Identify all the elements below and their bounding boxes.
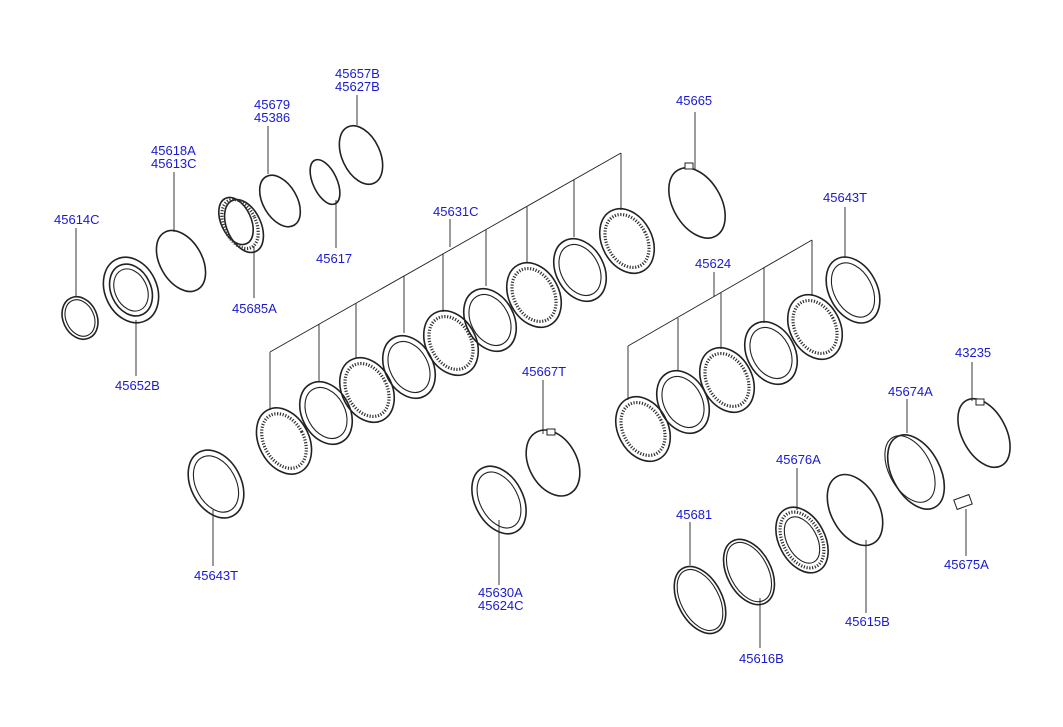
label-45614C: 45614C <box>54 212 100 227</box>
snap-ring-45665 <box>668 162 726 239</box>
leader-45631C <box>269 152 622 410</box>
retainer-45674A <box>884 434 946 510</box>
label-45643T-bottom: 45643T <box>194 568 238 583</box>
piston-45676A <box>775 506 829 574</box>
label-45627B: 45627B <box>335 79 380 94</box>
ring-45679 <box>258 174 302 228</box>
plate-45630A <box>471 465 527 535</box>
label-45617: 45617 <box>316 251 352 266</box>
label-45652B: 45652B <box>115 378 160 393</box>
label-45681: 45681 <box>676 507 712 522</box>
label-45615B: 45615B <box>845 614 890 629</box>
piston-45652B <box>102 256 160 324</box>
label-45674A: 45674A <box>888 384 933 399</box>
seal-ring-45618A <box>155 229 207 293</box>
label-45665: 45665 <box>676 93 712 108</box>
plate-45643T-bottom <box>187 449 245 519</box>
ring-45615B <box>826 473 884 547</box>
label-45643T-top: 45643T <box>823 190 867 205</box>
snap-ring-45667T <box>525 428 581 497</box>
label-45631C: 45631C <box>433 204 479 219</box>
label-45624C: 45624C <box>478 598 524 613</box>
label-45675A: 45675A <box>944 557 989 572</box>
label-45667T: 45667T <box>522 364 566 379</box>
label-45657B: 45657B <box>335 66 380 81</box>
clutch-pack-45631C <box>255 207 656 475</box>
label-45630A: 45630A <box>478 585 523 600</box>
label-45618A: 45618A <box>151 143 196 158</box>
ring-45681 <box>673 565 727 635</box>
clutch-pack-45624 <box>614 293 844 463</box>
label-45613C: 45613C <box>151 156 197 171</box>
ring-45657B <box>338 124 384 186</box>
snap-ring-43235 <box>957 397 1011 469</box>
ring-45616B <box>722 538 776 606</box>
leader-45624 <box>627 239 813 400</box>
plate-45643T-top <box>825 256 881 324</box>
label-43235: 43235 <box>955 345 991 360</box>
label-45616B: 45616B <box>739 651 784 666</box>
pin-45675A <box>953 493 973 511</box>
label-45676A: 45676A <box>776 452 821 467</box>
label-45679: 45679 <box>254 97 290 112</box>
snap-ring-45614C <box>61 296 99 340</box>
label-45386: 45386 <box>254 110 290 125</box>
ring-45617 <box>309 158 341 206</box>
drum-45685A <box>217 196 265 254</box>
label-45624: 45624 <box>695 256 731 271</box>
label-45685A: 45685A <box>232 301 277 316</box>
